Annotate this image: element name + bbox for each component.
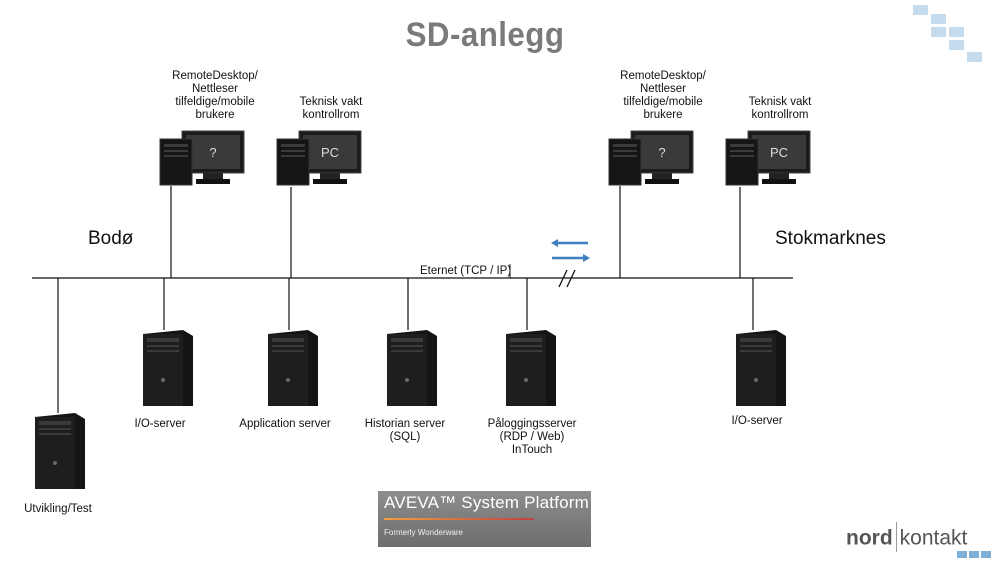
server-label-application: Application server [239, 418, 331, 430]
bidirectional-arrow-icon [551, 239, 590, 262]
network-label: Eternet (TCP / IP) [420, 265, 512, 277]
server-label-historian: Historian server(SQL) [364, 418, 446, 443]
aveva-subtitle: Formerly Wonderware [384, 528, 463, 537]
monitor-text: ? [209, 145, 216, 160]
server-tower-icon [143, 330, 193, 406]
logo-part-kontakt: kontakt [899, 526, 968, 550]
server-label-io-bodo: I/O-server [134, 418, 186, 430]
break-mark [558, 269, 568, 288]
location-stokmarknes: Stokmarknes [775, 228, 886, 249]
break-mark [566, 269, 576, 288]
server-label-palogging: Påloggingsserver(RDP / Web)InTouch [487, 418, 577, 456]
server-tower-icon [736, 330, 786, 406]
server-label-io-stok: I/O-server [731, 415, 783, 427]
workstation-icon: ? [159, 130, 245, 186]
server-label-utvikling: Utvikling/Test [24, 503, 92, 515]
server-tower-icon [35, 413, 85, 489]
decorative-squares [913, 5, 982, 62]
workstation-icon: PC [276, 130, 362, 186]
workstation-icon: PC [725, 130, 811, 186]
location-bodo: Bodø [88, 228, 134, 249]
page-title: SD-anlegg [405, 16, 565, 54]
logo-separator [895, 522, 897, 552]
aveva-accent-bar [384, 518, 534, 520]
monitor-text: PC [770, 145, 788, 160]
monitor-text: PC [321, 145, 339, 160]
logo-part-nord: nord [846, 526, 893, 550]
aveva-banner: AVEVA™ System Platform Formerly Wonderwa… [378, 491, 591, 547]
monitor-text: ? [658, 145, 665, 160]
server-tower-icon [506, 330, 556, 406]
server-tower-icon [387, 330, 437, 406]
aveva-title: AVEVA™ System Platform [384, 493, 589, 512]
server-tower-icon [268, 330, 318, 406]
logo-squares-icon [957, 551, 991, 558]
workstation-icon: ? [608, 130, 694, 186]
